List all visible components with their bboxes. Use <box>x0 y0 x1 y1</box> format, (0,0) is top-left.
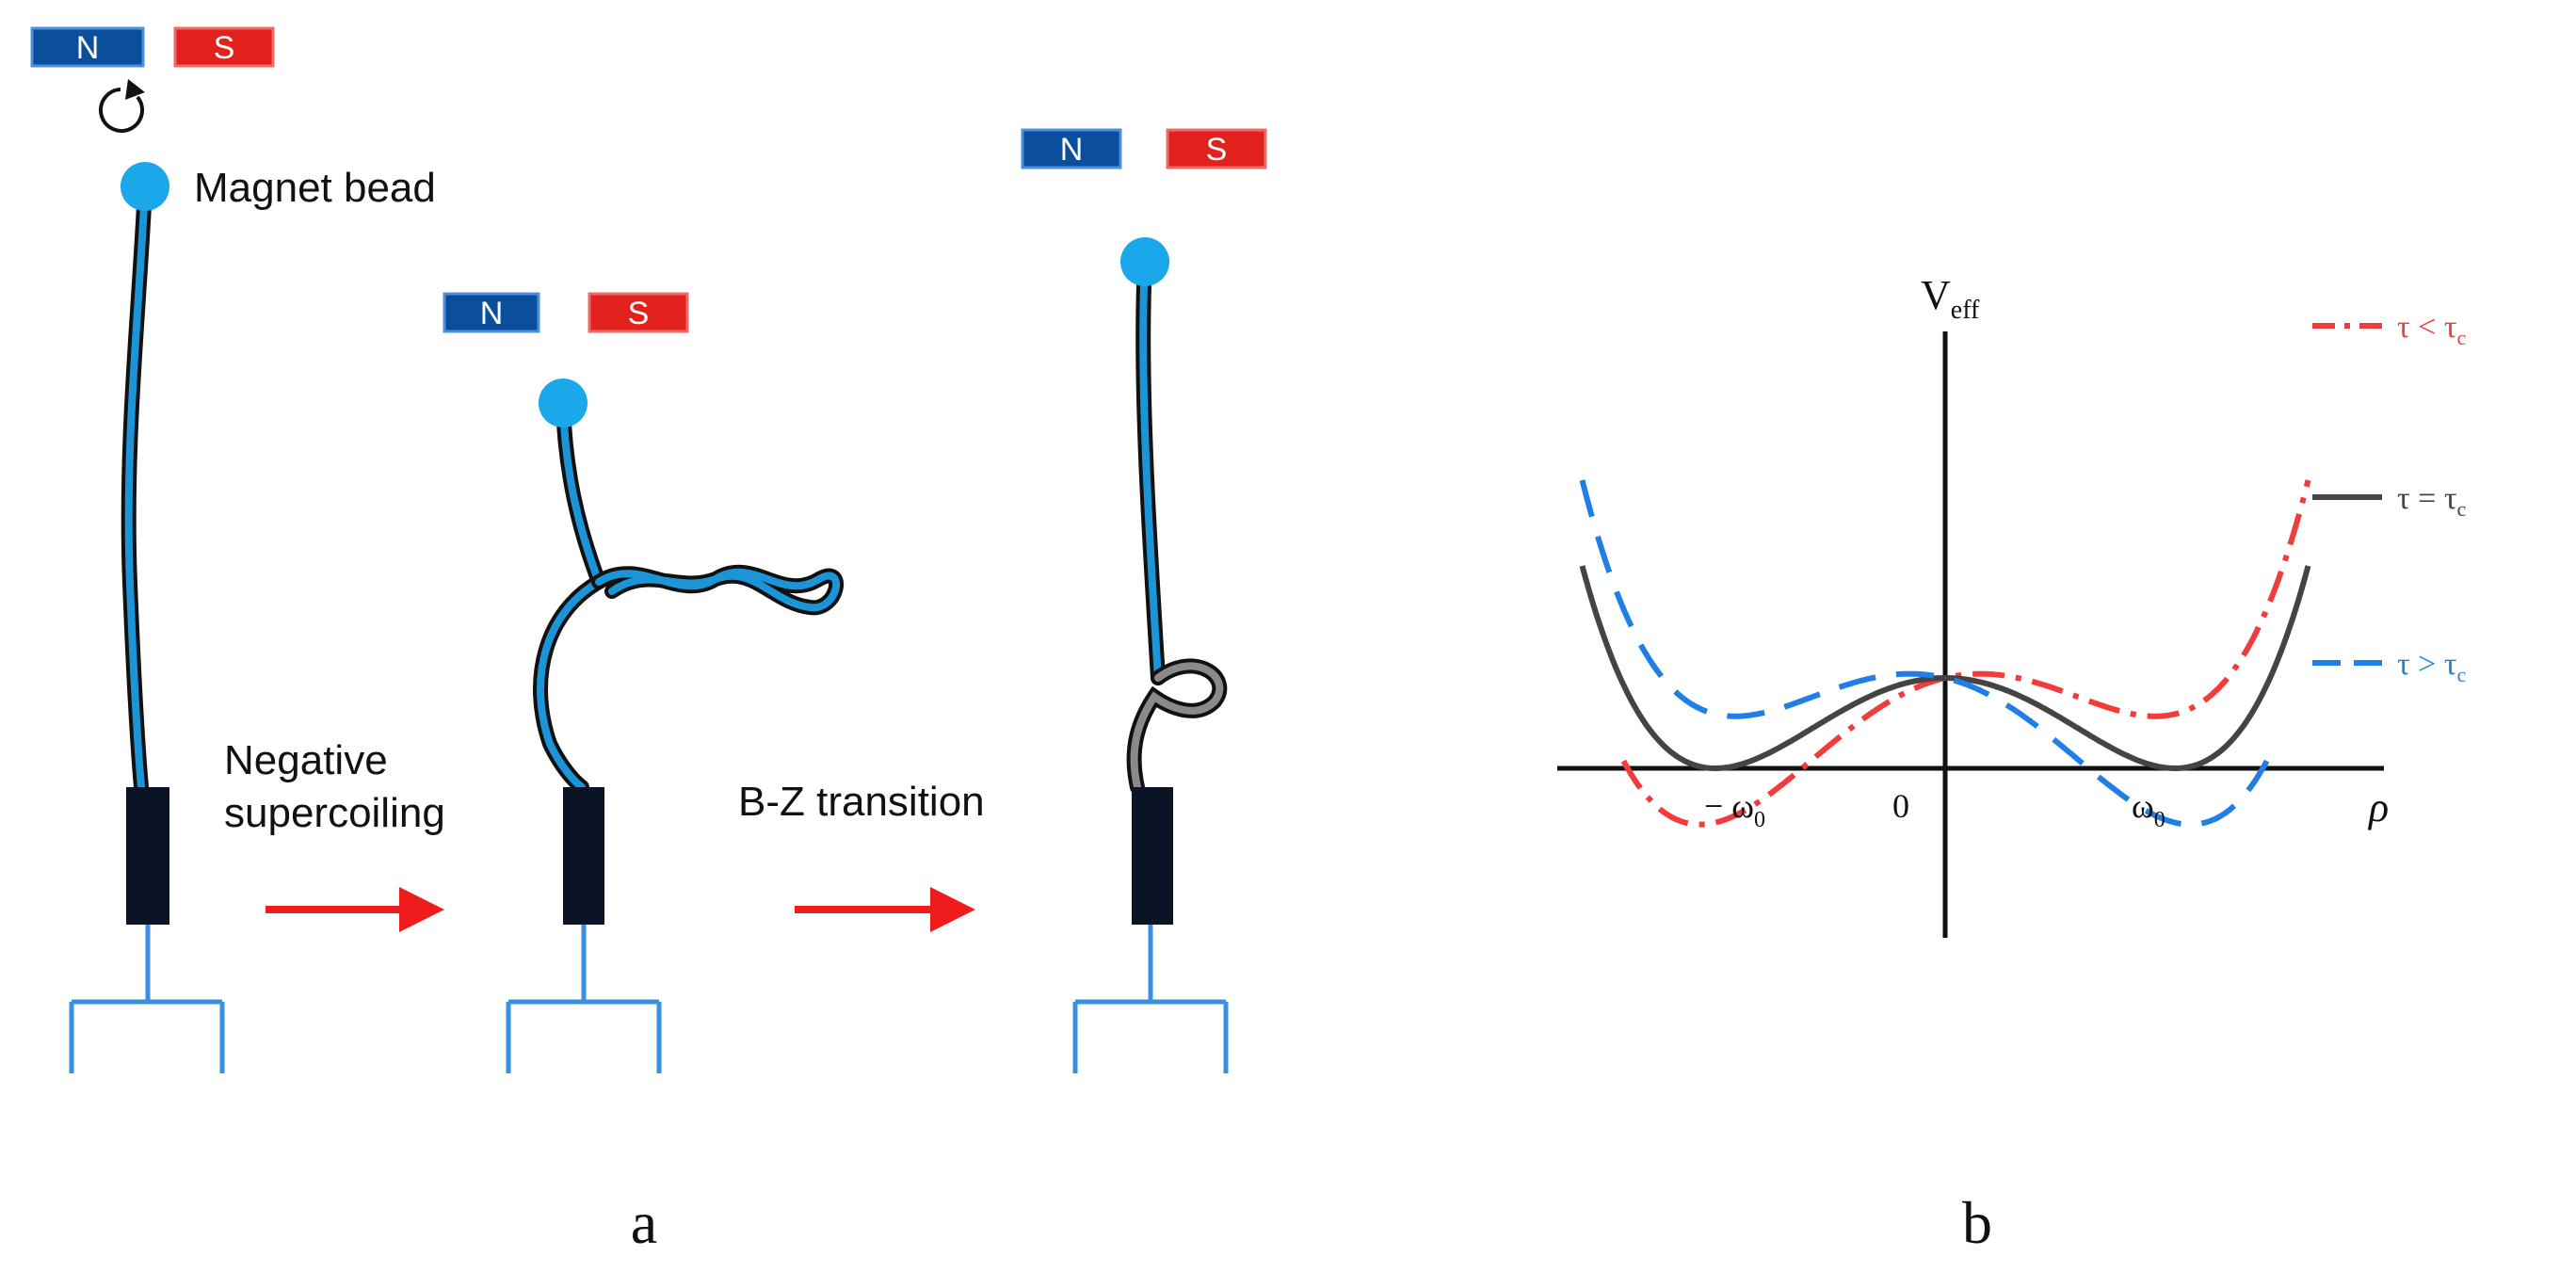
rotation-arrow-icon <box>99 79 145 133</box>
panel-a: N S Magnet bead Negative supercoiling N … <box>30 26 1267 1256</box>
south-magnet <box>588 292 689 333</box>
anchor-block <box>563 787 604 925</box>
magnet-bead <box>121 162 169 211</box>
panel-b: Veff ρ − ω0 0 ω0 τ < τc τ = τc τ > τc b <box>1557 272 2467 1256</box>
south-magnet-label: S <box>628 296 650 331</box>
legend-label-tau-less: τ < τc <box>2397 310 2467 349</box>
tick-label-zero: 0 <box>1892 787 1909 825</box>
north-magnet <box>443 292 540 333</box>
magnet-pair-stage2: N S <box>443 292 689 333</box>
dna-stage1 <box>69 162 225 1073</box>
y-axis-label: Veff <box>1921 272 1980 325</box>
south-magnet <box>1166 128 1267 169</box>
x-axis-label: ρ <box>2367 784 2389 830</box>
magnet-bead <box>539 379 588 427</box>
panel-a-label: a <box>631 1189 657 1256</box>
north-magnet <box>30 26 145 68</box>
step2-label: B-Z transition <box>738 779 985 825</box>
south-magnet <box>173 26 275 68</box>
north-magnet <box>1021 128 1122 169</box>
north-magnet-label: N <box>76 30 100 66</box>
legend-label-tau-equal: τ = τc <box>2397 481 2467 521</box>
magnet-bead <box>1120 237 1169 286</box>
curve-tau-less <box>1620 479 2311 828</box>
anchor-block <box>1132 787 1173 925</box>
surface-anchor <box>506 925 662 1073</box>
magnet-pair-stage1: N S <box>30 26 275 68</box>
south-magnet-label: S <box>214 30 235 66</box>
anchor-block <box>126 787 169 925</box>
south-magnet-label: S <box>1206 132 1228 168</box>
bead-label: Magnet bead <box>194 165 436 211</box>
dna-stage3 <box>1072 237 1229 1073</box>
step1-label-line1: Negative <box>224 737 388 783</box>
curve-tau-equal <box>1579 565 2311 772</box>
panel-b-label: b <box>1962 1189 1992 1256</box>
magnet-pair-stage3: N S <box>1021 128 1267 169</box>
step1-label-line2: supercoiling <box>224 790 445 836</box>
north-magnet-label: N <box>480 296 504 331</box>
surface-anchor <box>1072 925 1229 1073</box>
surface-anchor <box>69 925 225 1073</box>
legend: τ < τc τ = τc τ > τc <box>2312 310 2467 686</box>
tick-label-neg-omega: − ω0 <box>1704 787 1765 832</box>
curve-tau-greater <box>1579 479 2270 828</box>
north-magnet-label: N <box>1060 132 1084 168</box>
legend-label-tau-greater: τ > τc <box>2397 647 2467 686</box>
tick-label-omega: ω0 <box>2132 787 2165 832</box>
dna-stage2 <box>506 379 844 1073</box>
